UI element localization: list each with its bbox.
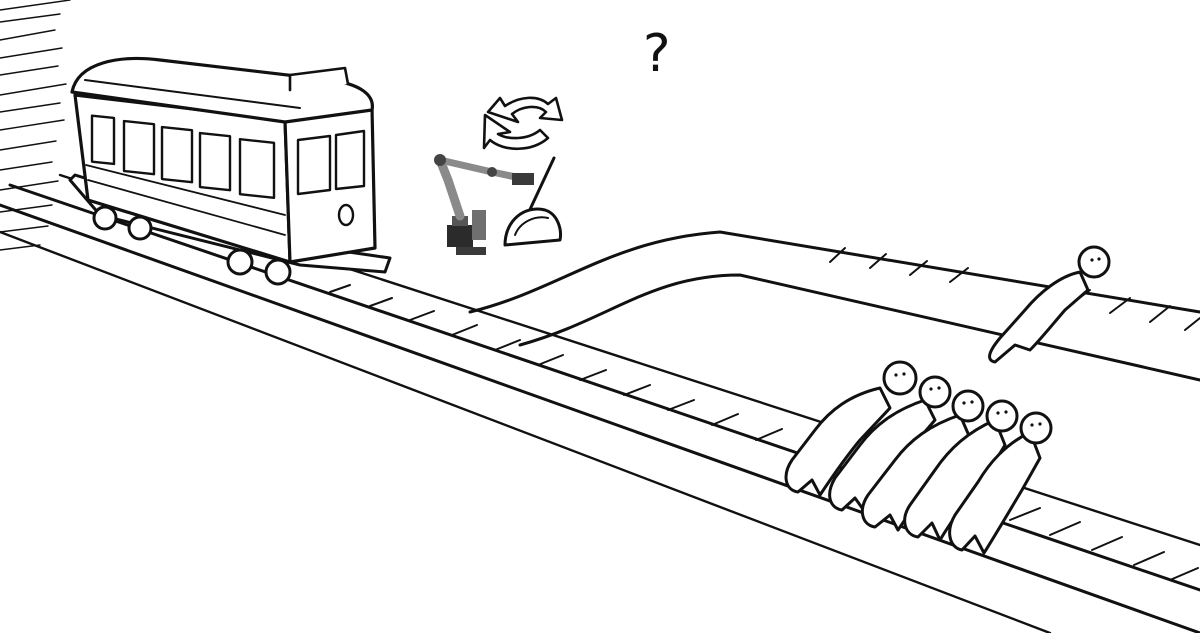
trolley bbox=[68, 56, 392, 286]
main-track bbox=[0, 173, 1200, 633]
track-lever bbox=[503, 156, 562, 247]
question-mark: ? bbox=[643, 24, 671, 84]
switch-arrows-icon bbox=[482, 96, 564, 151]
robot-arm bbox=[434, 154, 534, 255]
speed-lines bbox=[0, 0, 71, 251]
person-figure bbox=[988, 245, 1111, 364]
people-group bbox=[784, 360, 1053, 555]
side-track bbox=[468, 230, 1200, 382]
